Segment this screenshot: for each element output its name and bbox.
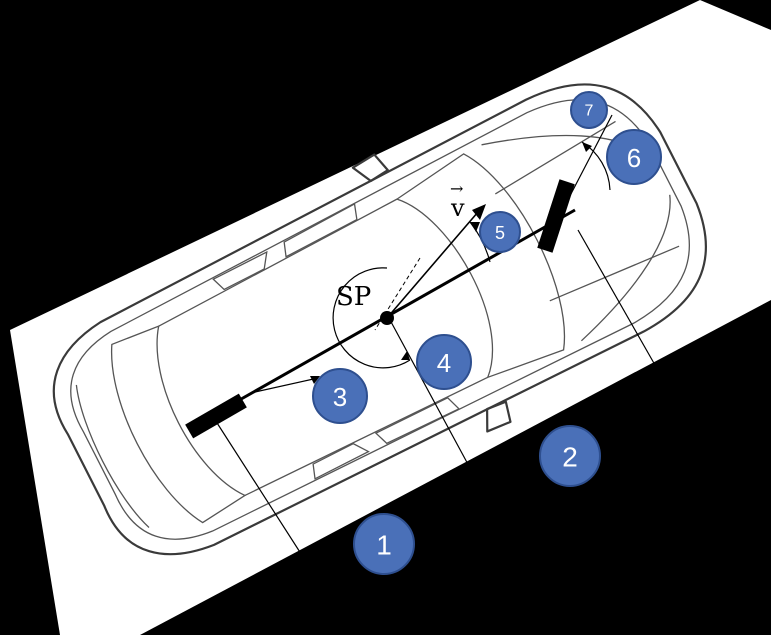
badge-2: 2 bbox=[539, 425, 601, 487]
velocity-vector bbox=[386, 211, 479, 319]
svg-text:6: 6 bbox=[627, 143, 641, 173]
badge-7: 7 bbox=[570, 91, 608, 129]
velocity-arrowhead bbox=[472, 204, 486, 220]
center-reference-line bbox=[389, 319, 471, 469]
svg-text:4: 4 bbox=[437, 348, 451, 378]
badge-6: 6 bbox=[606, 129, 662, 185]
distance-3-arrowhead bbox=[310, 376, 320, 384]
badge-1: 1 bbox=[353, 513, 415, 575]
rear-axle bbox=[185, 393, 247, 439]
badge-3: 3 bbox=[312, 368, 368, 424]
center-label: SP bbox=[336, 282, 371, 312]
svg-text:5: 5 bbox=[495, 223, 505, 243]
rear-reference-line bbox=[209, 411, 306, 561]
front-axle bbox=[537, 179, 575, 253]
svg-text:2: 2 bbox=[562, 442, 578, 473]
svg-text:3: 3 bbox=[333, 382, 347, 412]
svg-text:1: 1 bbox=[376, 530, 392, 561]
wheel-direction-line bbox=[559, 114, 613, 216]
svg-text:7: 7 bbox=[585, 103, 594, 120]
badge-5: 5 bbox=[479, 211, 521, 253]
lateral-dashed-line bbox=[374, 257, 421, 331]
distance-3-line bbox=[254, 377, 319, 393]
badge-4: 4 bbox=[416, 334, 472, 390]
front-reference-line bbox=[577, 229, 656, 366]
velocity-arrow-glyph: → bbox=[450, 179, 463, 198]
velocity-label: v bbox=[450, 194, 465, 222]
slip-arc-arrowhead bbox=[470, 222, 480, 232]
steering-arc-arrowhead bbox=[582, 142, 592, 152]
yaw-angle-arc bbox=[332, 267, 411, 369]
